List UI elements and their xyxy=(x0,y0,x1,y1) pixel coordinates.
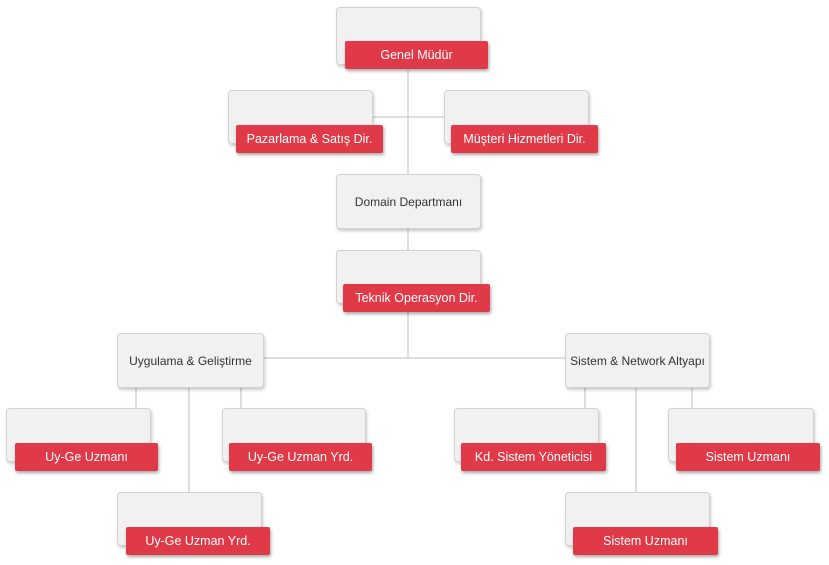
uyge-uzman-yrd-label[interactable]: Uy-Ge Uzman Yrd. xyxy=(229,443,372,471)
uygulama-gelistirme-card[interactable]: Uygulama & Geliştirme xyxy=(117,333,264,388)
genel-mudur-label[interactable]: Genel Müdür xyxy=(345,41,488,69)
sistem-uzmani-label[interactable]: Sistem Uzmanı xyxy=(573,527,718,555)
uyge-uzmani-label[interactable]: Uy-Ge Uzmanı xyxy=(15,443,158,471)
pazarlama-label[interactable]: Pazarlama & Satış Dir. xyxy=(236,125,383,153)
sistem-network-card[interactable]: Sistem & Network Altyapı xyxy=(565,333,710,388)
musteri-label[interactable]: Müşteri Hizmetleri Dir. xyxy=(451,125,598,153)
uyge-uzman-yrd-label[interactable]: Uy-Ge Uzman Yrd. xyxy=(126,527,270,555)
kd-sistem-yoneticisi-label[interactable]: Kd. Sistem Yöneticisi xyxy=(461,443,606,471)
sistem-uzmani-label[interactable]: Sistem Uzmanı xyxy=(676,443,820,471)
domain-departmani-card[interactable]: Domain Departmanı xyxy=(336,174,481,229)
teknik-operasyon-label[interactable]: Teknik Operasyon Dir. xyxy=(343,284,490,312)
